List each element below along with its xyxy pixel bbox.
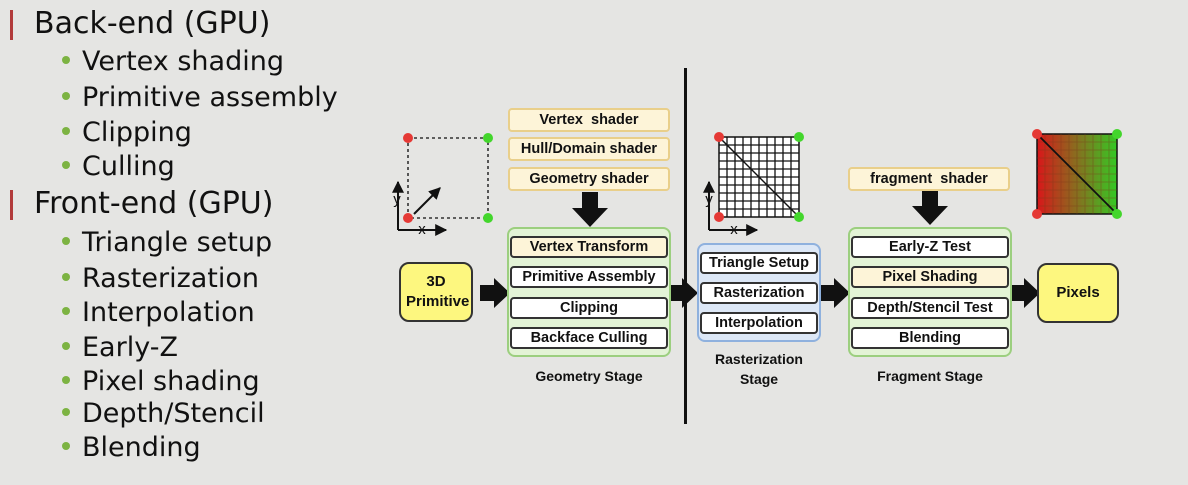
list-item: Pixel shading <box>62 365 260 398</box>
stage-divider <box>684 68 687 424</box>
raster-box: Rasterization <box>700 282 818 304</box>
x-axis-label: x <box>730 221 738 238</box>
list-item: Primitive assembly <box>62 81 338 114</box>
raster-box: Interpolation <box>700 312 818 334</box>
list-item: Early-Z <box>62 331 178 364</box>
geometry-stage-label: Geometry Stage <box>535 368 643 384</box>
down-arrow <box>912 190 948 225</box>
bullet-dot <box>62 407 70 416</box>
bullet-dot <box>62 341 70 350</box>
fragment-box: Pixel Shading <box>851 266 1009 288</box>
output-pixels: Pixels <box>1037 263 1119 323</box>
shader-vertex: Vertex shader <box>508 108 670 132</box>
shader-fragment: fragment shader <box>848 167 1010 191</box>
section-title: Back-end (GPU) <box>34 6 271 41</box>
y-axis-label: y <box>393 191 401 208</box>
raster-grid-icon <box>703 132 804 236</box>
bullet-dot <box>62 160 70 169</box>
bullet-dot <box>62 441 70 450</box>
vertex-space-icon <box>392 133 493 236</box>
right-arrow <box>820 278 850 308</box>
fragment-box: Blending <box>851 327 1009 349</box>
bullet-dot <box>62 126 70 135</box>
bullet-dot <box>62 55 70 64</box>
bullet-dot <box>62 272 70 281</box>
list-item: Triangle setup <box>62 226 272 259</box>
down-arrow <box>572 192 608 227</box>
list-item: Vertex shading <box>62 45 284 78</box>
raster-box: Triangle Setup <box>700 252 818 274</box>
section-bar <box>10 10 13 40</box>
input-3d-primitive: 3D Primitive <box>399 262 473 322</box>
bullet-dot <box>62 306 70 315</box>
rasterization-stage-label: Rasterization Stage <box>715 351 803 387</box>
list-item: Depth/Stencil <box>62 397 265 430</box>
bullet-dot <box>62 375 70 384</box>
geometry-box: Vertex Transform <box>510 236 668 258</box>
fragment-box: Early-Z Test <box>851 236 1009 258</box>
list-item: Culling <box>62 150 175 183</box>
list-item: Interpolation <box>62 296 255 329</box>
shader-hull-domain: Hull/Domain shader <box>508 137 670 161</box>
list-item: Blending <box>62 431 201 464</box>
fragment-stage-label: Fragment Stage <box>877 368 983 384</box>
list-item: Clipping <box>62 116 192 149</box>
right-arrow <box>480 278 510 308</box>
right-arrow <box>668 278 698 308</box>
y-axis-label: y <box>705 191 713 208</box>
geometry-box: Backface Culling <box>510 327 668 349</box>
right-arrow <box>1010 278 1040 308</box>
section-title: Front-end (GPU) <box>34 186 274 221</box>
bullet-dot <box>62 236 70 245</box>
shaded-pixels-icon <box>1032 129 1122 219</box>
list-item: Rasterization <box>62 262 259 295</box>
geometry-box: Primitive Assembly <box>510 266 668 288</box>
section-bar <box>10 190 13 220</box>
geometry-box: Clipping <box>510 297 668 319</box>
fragment-box: Depth/Stencil Test <box>851 297 1009 319</box>
bullet-dot <box>62 91 70 100</box>
x-axis-label: x <box>418 221 426 238</box>
shader-geometry: Geometry shader <box>508 167 670 191</box>
